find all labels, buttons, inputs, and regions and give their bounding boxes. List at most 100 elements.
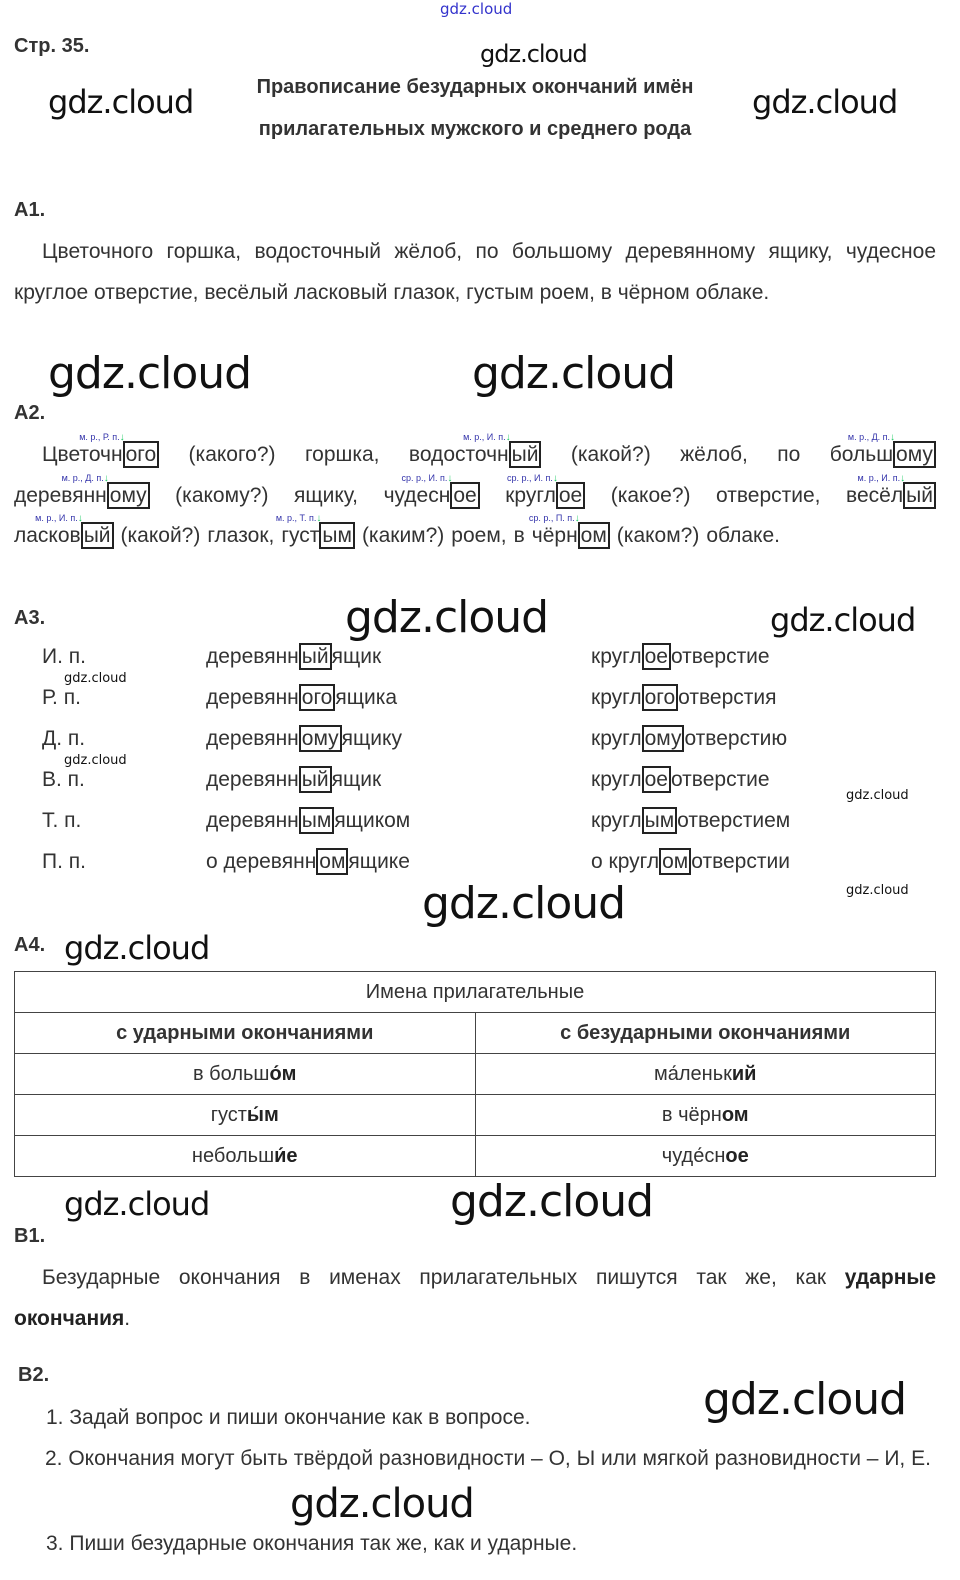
word: (каком?)	[617, 521, 700, 551]
word-part: деревянн	[206, 809, 299, 832]
word-ending: ый	[511, 443, 539, 466]
a4-table: Имена прилагательные с ударными окончани…	[14, 971, 936, 1177]
word-part: ящик	[331, 768, 382, 791]
ending-box: ому	[298, 725, 342, 752]
watermark: gdz.cloud	[472, 348, 676, 399]
word-ending: и́е	[274, 1144, 298, 1167]
watermark: gdz.cloud	[846, 883, 909, 898]
b1-label: B1.	[14, 1225, 46, 1247]
word: облаке.	[706, 521, 780, 551]
word-part: (какой?)	[570, 443, 651, 466]
case-label: П. п.	[42, 850, 86, 873]
word-part: (каком?)	[616, 524, 700, 547]
word-part: кругл	[591, 768, 642, 791]
b2-item-3: 3. Пиши безударные окончания так же, как…	[46, 1532, 578, 1555]
word-part: чудесн	[383, 484, 451, 507]
table-cell: густы́м	[14, 1094, 476, 1136]
word-part: деревянн	[206, 645, 299, 668]
word-part: (какому?)	[175, 484, 269, 507]
watermark: gdz.cloud	[752, 83, 898, 121]
watermark: gdz.cloud	[64, 929, 210, 967]
grammar-label: м. р., Д. п.	[848, 432, 895, 443]
word: (какое?)	[611, 481, 691, 511]
word-part: по	[777, 443, 801, 466]
ending-box: ом	[316, 848, 349, 875]
word: отверстие,	[716, 481, 820, 511]
word-ending: ым	[322, 524, 352, 547]
watermark: gdz.cloud	[64, 753, 127, 768]
word: ящику,	[294, 481, 358, 511]
table-cell: ма́ленький	[474, 1053, 936, 1095]
word-part: отверстию	[684, 727, 788, 750]
word-part: ящика	[335, 686, 398, 709]
word-ending: ое	[453, 484, 477, 507]
watermark: gdz.cloud	[770, 601, 916, 639]
case-label: В. п.	[42, 768, 85, 791]
watermark: gdz.cloud	[846, 788, 909, 803]
word-part: ящик	[331, 645, 382, 668]
word-ending: ый	[83, 524, 111, 547]
word: по	[777, 440, 800, 470]
word-part: ласков	[14, 524, 81, 547]
grammar-label: ср. р., И. п.	[401, 473, 452, 484]
ending-box: ого	[298, 684, 336, 711]
watermark: gdz.cloud	[345, 592, 549, 643]
table-cell: чуде́сное	[474, 1135, 936, 1177]
word-ending: ое	[725, 1144, 749, 1167]
grammar-label: м. р., И. п.	[858, 473, 906, 484]
watermark: gdz.cloud	[480, 40, 588, 68]
word-part: отверстия	[678, 686, 777, 709]
word-stem: небольш	[191, 1144, 275, 1167]
word-part: отверстие	[670, 645, 770, 668]
table-caption: Имена прилагательные	[14, 971, 936, 1013]
word-part: глазок,	[207, 524, 275, 547]
word-part: деревянн	[14, 484, 107, 507]
word-ending: ий	[731, 1062, 757, 1085]
table-cell: небольши́е	[14, 1135, 476, 1177]
watermark: gdz.cloud	[48, 348, 252, 399]
ending-box: ое	[641, 766, 671, 793]
case-label: Т. п.	[42, 809, 82, 832]
word-ending: ому	[109, 484, 147, 507]
table-cell: в чёрном	[474, 1094, 936, 1136]
word-part: больш	[829, 443, 894, 466]
word-part: кругл	[591, 645, 642, 668]
word-ending: ого	[125, 443, 157, 466]
word-part: отверстием	[677, 809, 791, 832]
word-stem: чуде́сн	[661, 1144, 726, 1167]
word: (какой?)	[571, 440, 651, 470]
word-part: кругл	[591, 727, 642, 750]
grammar-label: м. р., И. п.	[35, 513, 83, 524]
word-part: о кругл	[591, 850, 660, 873]
grammar-label: м. р., Р. п.	[79, 432, 124, 443]
word: (какой?)	[121, 521, 201, 551]
word-part: кругл	[591, 809, 642, 832]
word-part: горшка,	[304, 443, 380, 466]
case-label: Р. п.	[42, 686, 81, 709]
ending-box: ый	[298, 766, 332, 793]
word: глазок,	[207, 521, 274, 551]
a1-text: Цветочного горшка, водосточный жёлоб, по…	[14, 240, 936, 304]
